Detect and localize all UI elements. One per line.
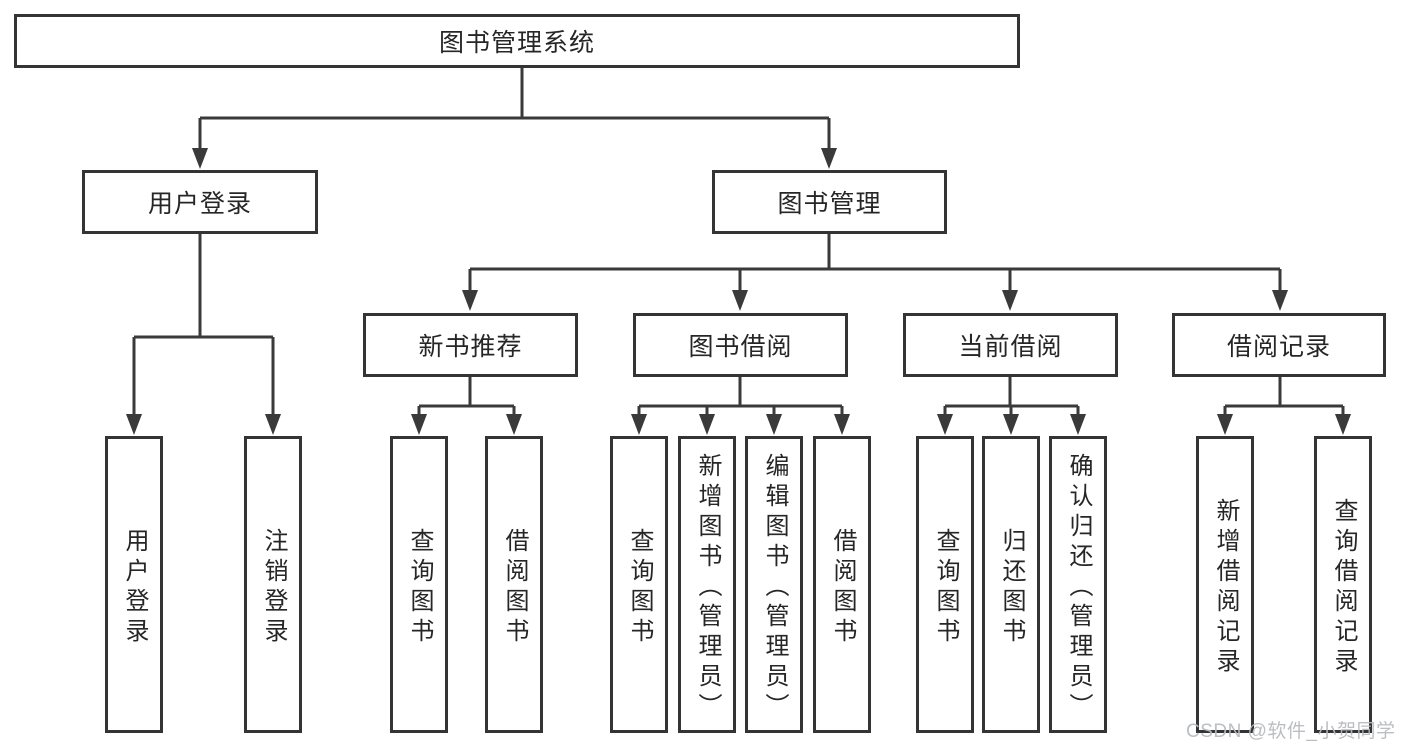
node-user-login: 用户登录	[82, 170, 318, 234]
leaf-confirm-return-admin-label: 确认归还（管理员）	[1065, 452, 1092, 723]
leaf-borrow-books-borrowing: 借阅图书	[813, 436, 871, 733]
leaf-borrow-books-borrowing-label: 借阅图书	[829, 527, 856, 648]
leaf-logout-label: 注销登录	[260, 527, 287, 648]
leaf-add-books-admin: 新增图书（管理员）	[678, 436, 736, 733]
leaf-borrow-books-recommend: 借阅图书	[485, 436, 543, 733]
node-book-management: 图书管理	[712, 170, 947, 234]
leaf-query-books-recommend: 查询图书	[390, 436, 448, 733]
leaf-query-borrow-record-label: 查询借阅记录	[1330, 497, 1357, 678]
leaf-return-books: 归还图书	[982, 436, 1040, 733]
node-library-management-system: 图书管理系统	[14, 14, 1020, 68]
leaf-add-books-admin-label: 新增图书（管理员）	[694, 452, 721, 723]
leaf-query-borrow-record: 查询借阅记录	[1314, 436, 1372, 733]
leaf-query-books-current-label: 查询图书	[932, 527, 959, 648]
leaf-logout: 注销登录	[244, 436, 302, 733]
leaf-add-borrow-record: 新增借阅记录	[1196, 436, 1254, 733]
leaf-query-books-borrowing-label: 查询图书	[626, 527, 653, 648]
node-book-borrowing: 图书借阅	[633, 313, 848, 377]
arrowheads	[126, 148, 1351, 435]
leaf-borrow-books-recommend-label: 借阅图书	[501, 527, 528, 648]
node-current-borrowing: 当前借阅	[903, 313, 1118, 377]
leaf-edit-books-admin: 编辑图书（管理员）	[745, 436, 803, 733]
node-borrowing-records: 借阅记录	[1172, 313, 1386, 377]
leaf-user-login-label: 用户登录	[121, 527, 148, 648]
leaf-query-books-current: 查询图书	[916, 436, 974, 733]
leaf-add-borrow-record-label: 新增借阅记录	[1212, 497, 1239, 678]
node-new-book-recommendation: 新书推荐	[363, 313, 578, 377]
leaf-return-books-label: 归还图书	[998, 527, 1025, 648]
leaf-query-books-recommend-label: 查询图书	[406, 527, 433, 648]
leaf-edit-books-admin-label: 编辑图书（管理员）	[761, 452, 788, 723]
leaf-query-books-borrowing: 查询图书	[610, 436, 668, 733]
leaf-confirm-return-admin: 确认归还（管理员）	[1049, 436, 1107, 733]
leaf-user-login: 用户登录	[105, 436, 163, 733]
watermark-csdn: CSDN @软件_小贺同学	[1186, 721, 1396, 742]
